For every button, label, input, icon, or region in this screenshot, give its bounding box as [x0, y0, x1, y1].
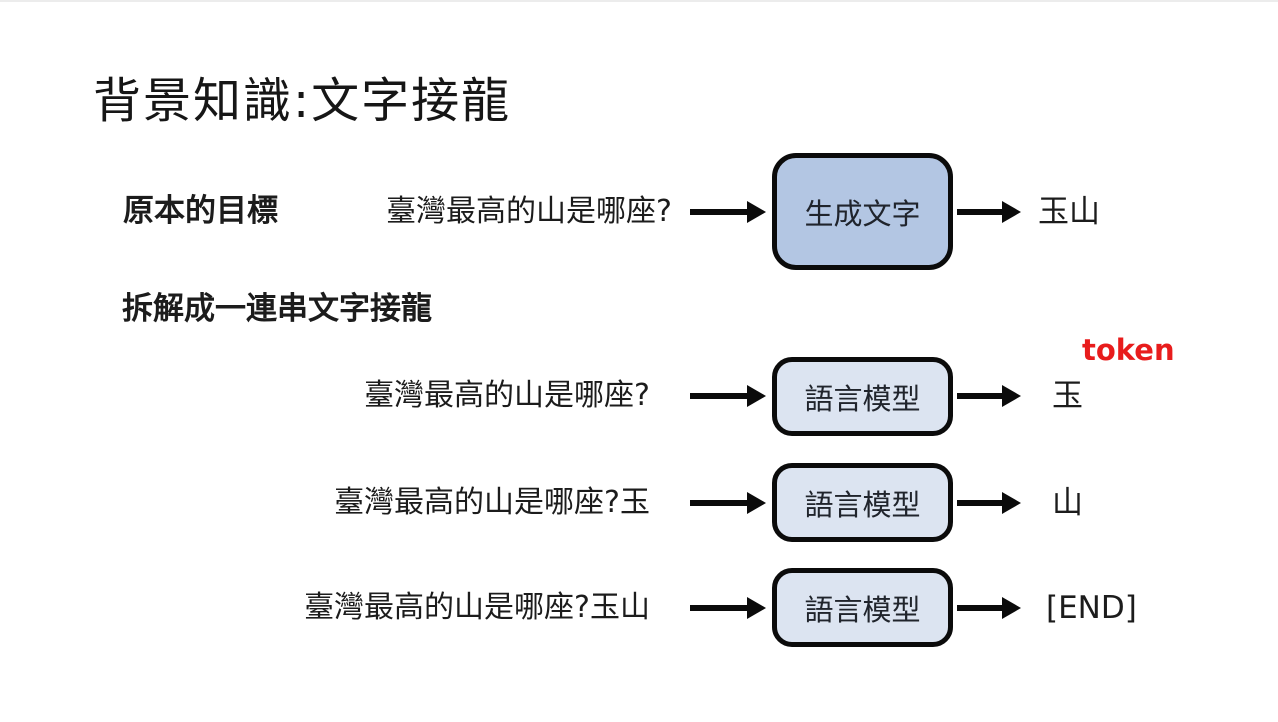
decompose-label: 拆解成一連串文字接龍: [122, 291, 432, 327]
box-label: 語言模型: [804, 592, 921, 627]
token-label: token: [1082, 333, 1175, 367]
language-model-box: 語言模型: [772, 463, 953, 542]
flow-input-text: 臺灣最高的山是哪座?玉: [334, 485, 650, 520]
arrow-right-icon: [957, 492, 1021, 514]
flow-input-text: 臺灣最高的山是哪座?: [386, 194, 672, 229]
language-model-box: 語言模型: [772, 568, 953, 647]
arrow-right-icon: [690, 385, 766, 407]
arrow-right-icon: [957, 201, 1021, 223]
flow-input-text: 臺灣最高的山是哪座?玉山: [304, 590, 650, 625]
flow-input-text: 臺灣最高的山是哪座?: [364, 378, 650, 413]
box-label: 語言模型: [804, 487, 921, 522]
arrow-right-icon: [957, 385, 1021, 407]
generate-text-box: 生成文字: [772, 153, 953, 270]
arrow-right-icon: [690, 201, 766, 223]
original-goal-label: 原本的目標: [123, 193, 278, 229]
flow-output-text: [END]: [1046, 590, 1137, 626]
flow-output-text: 玉: [1052, 378, 1083, 414]
arrow-right-icon: [690, 597, 766, 619]
flow-output-text: 玉山: [1038, 194, 1100, 230]
flow-output-text: 山: [1052, 485, 1083, 521]
page-title: 背景知識:文字接龍: [93, 73, 512, 129]
box-label: 語言模型: [804, 381, 921, 416]
box-label: 生成文字: [804, 196, 921, 231]
arrow-right-icon: [690, 492, 766, 514]
arrow-right-icon: [957, 597, 1021, 619]
language-model-box: 語言模型: [772, 357, 953, 436]
